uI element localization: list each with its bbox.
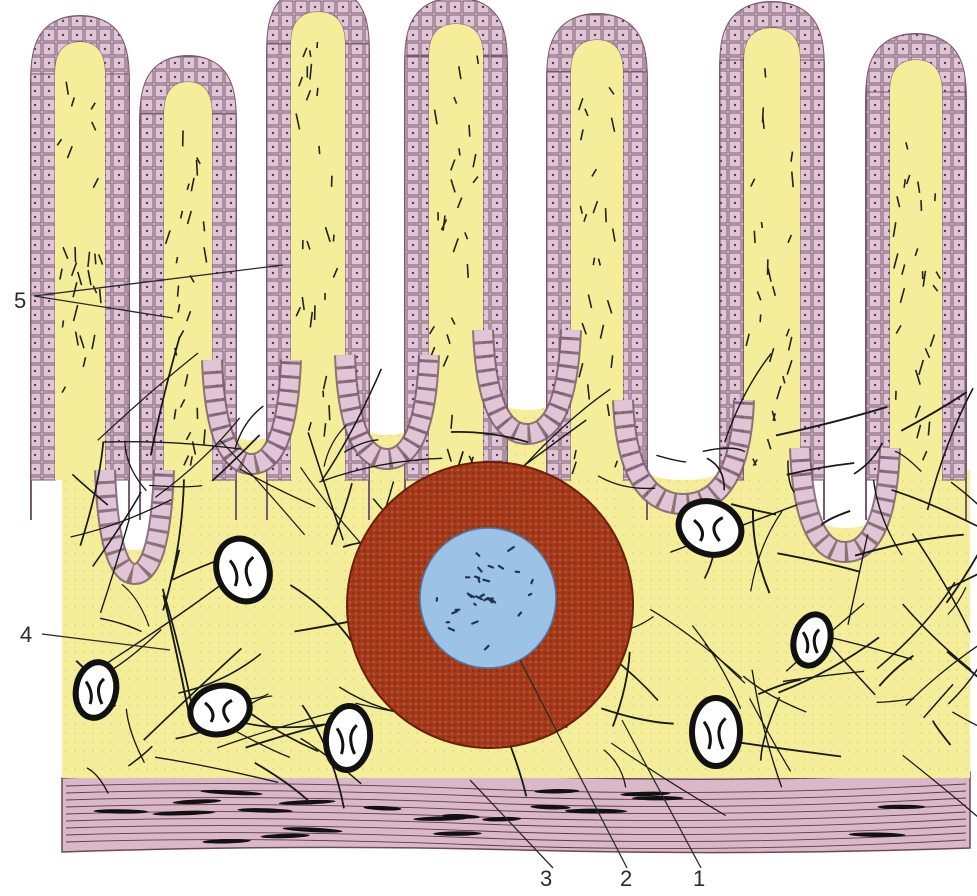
villus-fibril	[310, 50, 311, 57]
villus-fibril	[95, 254, 96, 265]
villus-core	[55, 42, 105, 480]
villus-fibril	[459, 148, 460, 155]
germinal-center-cell	[474, 604, 475, 605]
muscular-layer	[62, 772, 970, 853]
epithelial-cell-column	[140, 112, 164, 480]
germinal-center-cell	[489, 566, 493, 568]
lymphocyte-nucleus	[692, 698, 740, 766]
lymphoid-follicle	[347, 462, 633, 748]
villus-fibril	[467, 264, 468, 278]
connective-fiber	[656, 455, 686, 462]
villus-fibril	[935, 193, 936, 201]
label-1: 1	[693, 866, 705, 891]
lymphocyte-nucleus	[323, 704, 372, 772]
epithelial-cell-column	[800, 58, 824, 480]
villus-fibril	[197, 160, 198, 176]
germinal-center-cell	[529, 594, 531, 595]
germinal-center-cell	[475, 577, 479, 578]
villus-fibril	[319, 146, 320, 154]
villus-fibril	[760, 314, 761, 322]
epithelial-cell-column	[866, 90, 890, 480]
epithelial-cell-column	[105, 72, 129, 480]
villus-fibril	[469, 125, 470, 137]
villus-fibril	[754, 231, 755, 243]
villus-fibril	[761, 222, 762, 228]
label-2: 2	[620, 866, 632, 891]
villus-fibril	[176, 257, 177, 263]
villus-core	[164, 82, 212, 480]
villus-core	[291, 12, 345, 480]
villus-fibril	[62, 320, 63, 327]
villus-fibril	[329, 405, 330, 420]
label-5: 5	[14, 288, 26, 313]
germinal-center-cell	[531, 580, 532, 583]
germinal-center-cell	[483, 580, 489, 582]
label-3: 3	[540, 866, 552, 891]
villus-fibril	[178, 286, 179, 297]
epithelial-cell-column	[942, 90, 966, 480]
villus-fibril	[765, 68, 766, 77]
villus-core	[429, 24, 483, 480]
connective-fiber	[821, 511, 850, 525]
villus-fibril	[317, 88, 318, 96]
villus-fibril	[203, 221, 204, 231]
villus-fibril	[333, 235, 334, 242]
germinal-center-cell	[479, 579, 480, 582]
epithelial-cell-column	[31, 72, 55, 480]
label-4: 4	[20, 622, 32, 647]
muscle-nucleus	[877, 805, 925, 809]
villus-fibril	[606, 208, 607, 222]
